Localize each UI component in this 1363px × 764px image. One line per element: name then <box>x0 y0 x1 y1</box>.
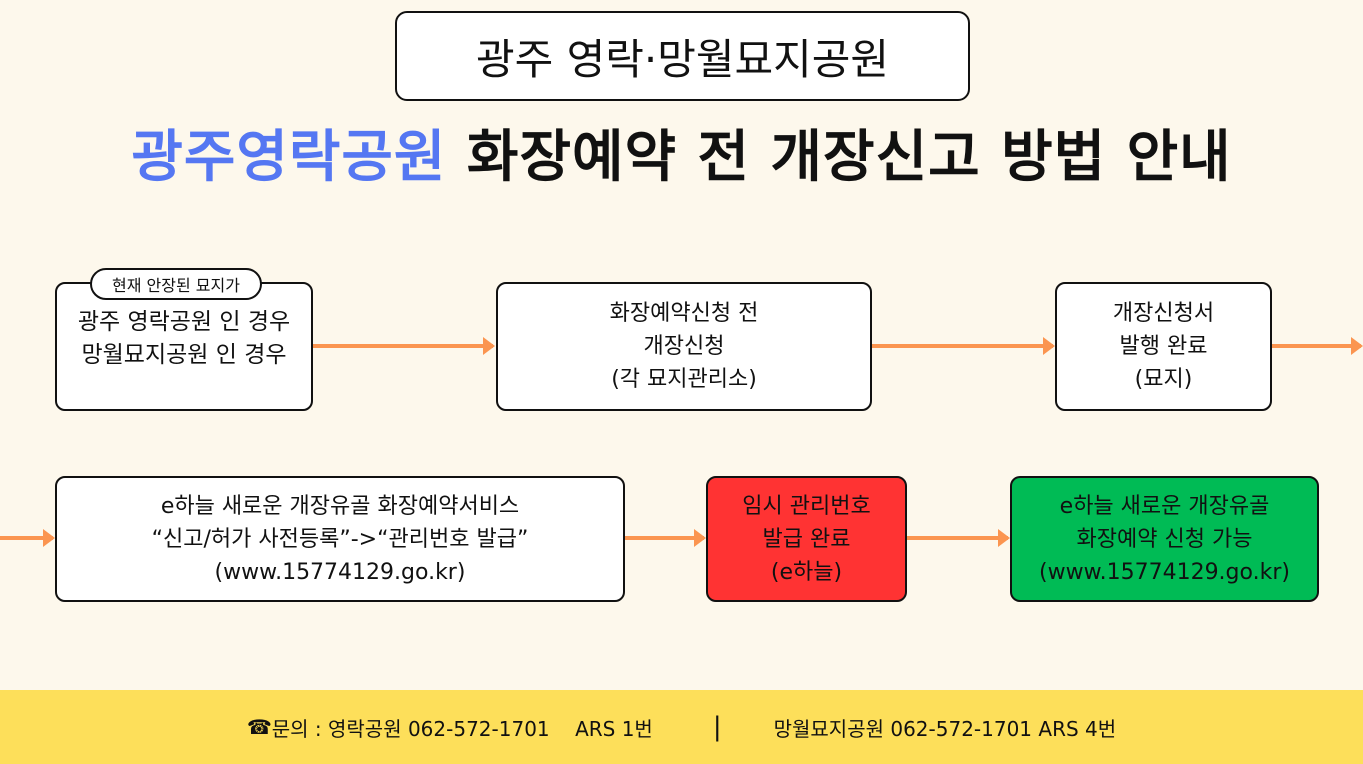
step-4-box: e하늘 새로운 개장유골 화장예약서비스 “신고/허가 사전등록”->“관리번호… <box>55 476 625 602</box>
heading-rest: 화장예약 전 개장신고 방법 안내 <box>446 125 1232 190</box>
step-1-box: 광주 영락공원 인 경우 망월묘지공원 인 경우 <box>55 282 313 411</box>
heading-highlight: 광주영락공원 <box>131 125 447 190</box>
arrow-2 <box>872 337 1055 355</box>
step-3-box: 개장신청서 발행 완료 (묘지) <box>1055 282 1272 411</box>
page-heading: 광주영락공원 화장예약 전 개장신고 방법 안내 <box>0 112 1363 193</box>
phone-icon: ☎ <box>246 715 272 739</box>
footer-separator: | <box>712 712 722 742</box>
arrow-6 <box>907 529 1010 547</box>
arrow-3 <box>1272 337 1363 355</box>
arrow-5 <box>625 529 706 547</box>
footer-contact: ☎ 문의 : 영락공원 062-572-1701 ARS 1번 | 망월묘지공원… <box>0 690 1363 764</box>
step-5-box: 임시 관리번호 발급 완료 (e하늘) <box>706 476 907 602</box>
footer-left: 문의 : 영락공원 062-572-1701 ARS 1번 <box>271 716 653 741</box>
title-box: 광주 영락·망월묘지공원 <box>395 11 970 101</box>
step-2-box: 화장예약신청 전 개장신청 (각 묘지관리소) <box>496 282 872 411</box>
step-6-box: e하늘 새로운 개장유골 화장예약 신청 가능 (www.15774129.go… <box>1010 476 1319 602</box>
arrow-1 <box>313 337 495 355</box>
footer-right: 망월묘지공원 062-572-1701 ARS 4번 <box>773 716 1117 741</box>
arrow-4 <box>0 529 55 547</box>
step-badge: 현재 안장된 묘지가 <box>90 268 262 300</box>
